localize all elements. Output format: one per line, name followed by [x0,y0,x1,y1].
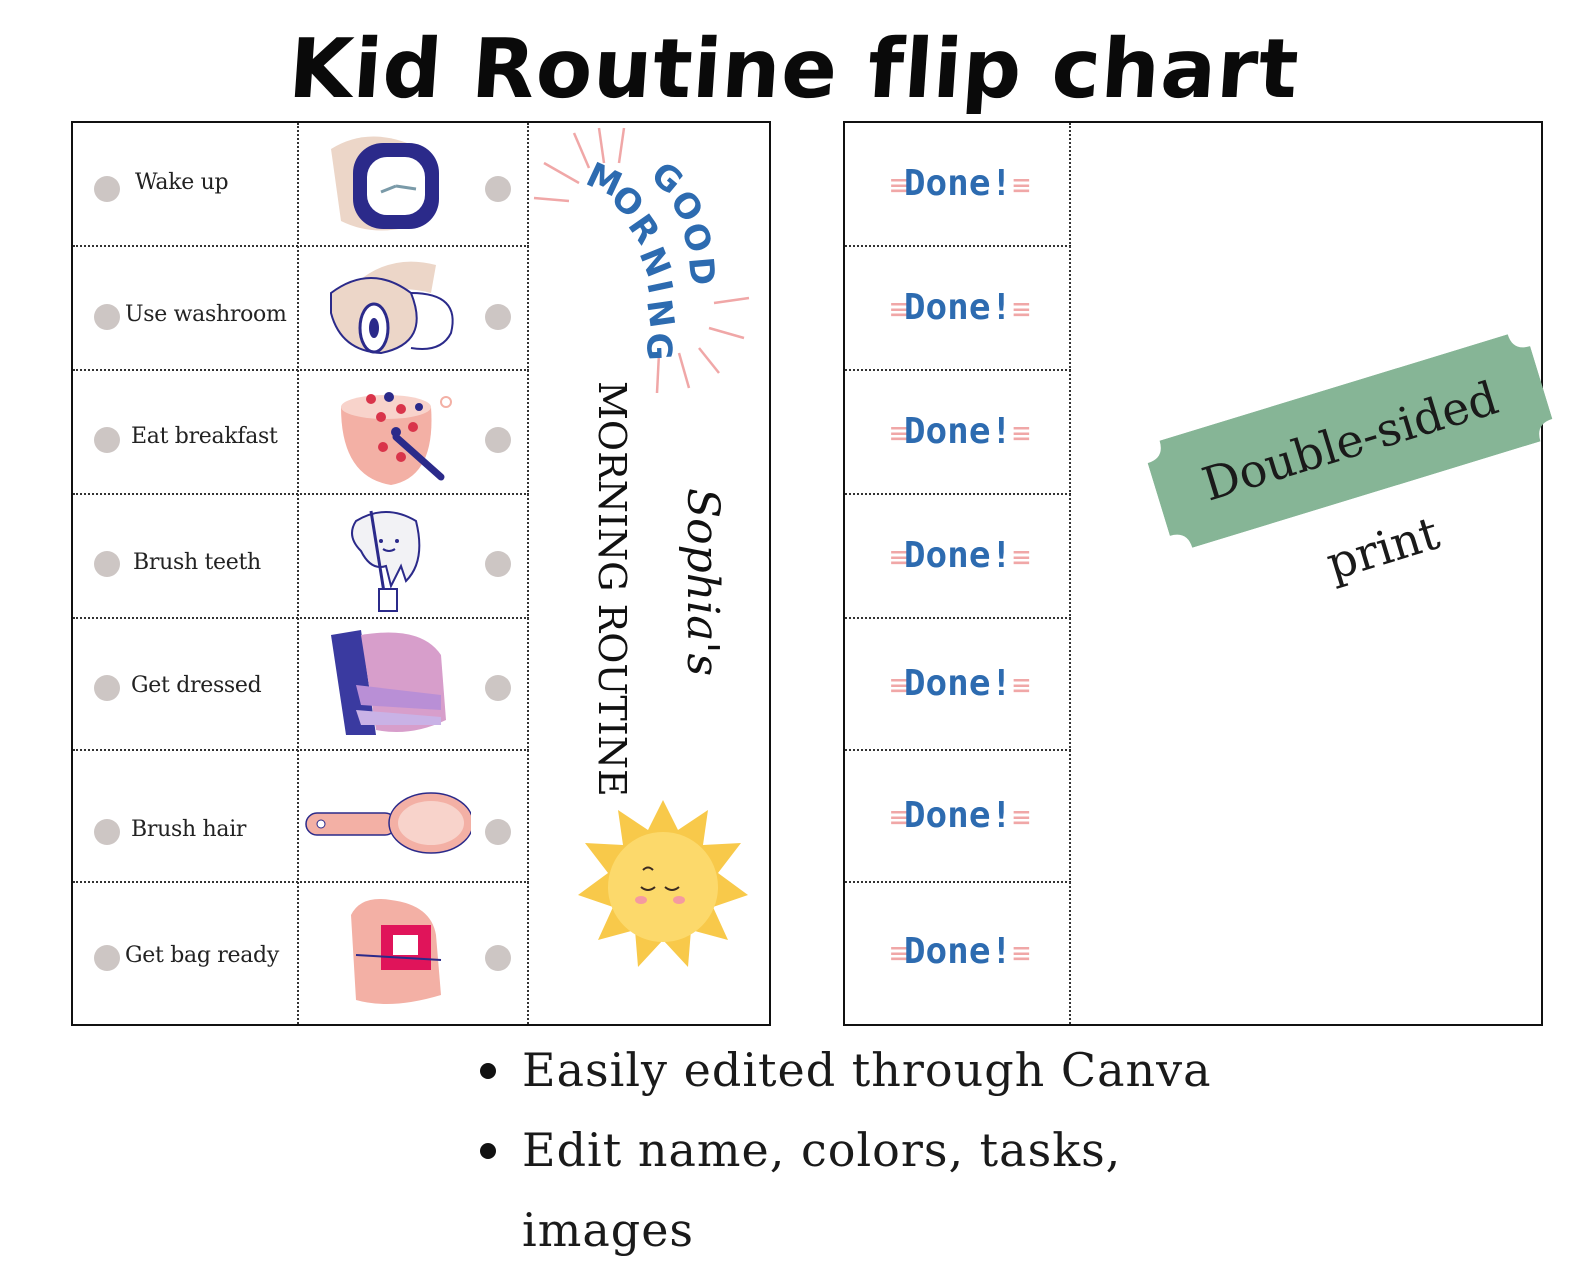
velcro-dot [485,675,511,701]
feature-list: Easily edited through Canva Edit name, c… [480,1030,1280,1257]
velcro-dot [485,551,511,577]
velcro-dot [94,176,120,202]
task-row: Wake up [73,123,529,247]
child-name: Sophia's [677,488,728,677]
page-title: Kid Routine flip chart [285,22,1303,117]
feature-item: Easily edited through Canva [480,1030,1280,1110]
cereal-bowl-icon [341,392,452,485]
column-divider [527,123,529,1024]
done-row: ≡Done!≡ [845,247,1071,371]
velcro-dot [94,819,120,845]
backpack-icon [351,899,442,1004]
velcro-dot [485,945,511,971]
clock-icon [331,136,439,231]
done-row: ≡Done!≡ [845,371,1071,495]
good-morning-header: G O O D M O R N I N G [533,127,750,394]
velcro-dot [94,675,120,701]
velcro-dot [94,945,120,971]
done-label: Done! [903,663,1013,704]
hairbrush-icon [305,792,471,854]
done-row: ≡Done!≡ [845,619,1071,751]
done-row: ≡Done!≡ [845,751,1071,883]
tooth-brush-icon [351,510,421,612]
done-label: Done! [903,287,1013,328]
task-row: Brush hair [73,751,529,883]
task-row: Get dressed [73,619,529,751]
task-row: Get bag ready [73,883,529,1024]
velcro-dot [485,819,511,845]
done-label: Done! [903,795,1013,836]
double-sided-badge: Double-sided print [1142,329,1557,591]
task-label: Get bag ready [125,943,279,968]
column-divider [297,123,299,1024]
velcro-dot [94,427,120,453]
velcro-dot [485,176,511,202]
task-label: Get dressed [131,673,262,698]
task-row: Eat breakfast [73,371,529,495]
feature-item: Edit name, colors, tasks, images [480,1110,1280,1257]
done-row: ≡Done!≡ [845,123,1071,247]
task-row: Use washroom [73,247,529,371]
task-label: Use washroom [125,302,287,327]
sun-icon [578,800,748,967]
velcro-dot [94,551,120,577]
routine-back-panel: ≡Done!≡ ≡Done!≡ ≡Done!≡ ≡Done!≡ ≡Done!≡ … [843,121,1543,1026]
task-label: Eat breakfast [131,424,278,449]
done-label: Done! [903,411,1013,452]
column-divider [1069,123,1071,1024]
task-label: Brush teeth [133,550,261,575]
toilet-paper-icon [330,261,454,355]
velcro-dot [485,427,511,453]
velcro-dot [485,304,511,330]
done-label: Done! [903,931,1013,972]
svg-text:N: N [638,297,682,331]
routine-title-vertical: MORNING ROUTINE [590,381,634,797]
velcro-dot [94,304,120,330]
svg-text:D: D [680,255,722,287]
routine-front-panel: Wake up Use washroom Eat breakfast [71,121,771,1026]
svg-text:G: G [638,332,679,361]
folded-clothes-icon [331,630,446,735]
done-label: Done! [903,163,1013,204]
done-label: Done! [903,535,1013,576]
task-label: Wake up [135,170,229,195]
task-row: Brush teeth [73,495,529,619]
task-label: Brush hair [131,817,247,842]
done-row: ≡Done!≡ [845,495,1071,619]
done-row: ≡Done!≡ [889,931,1031,972]
